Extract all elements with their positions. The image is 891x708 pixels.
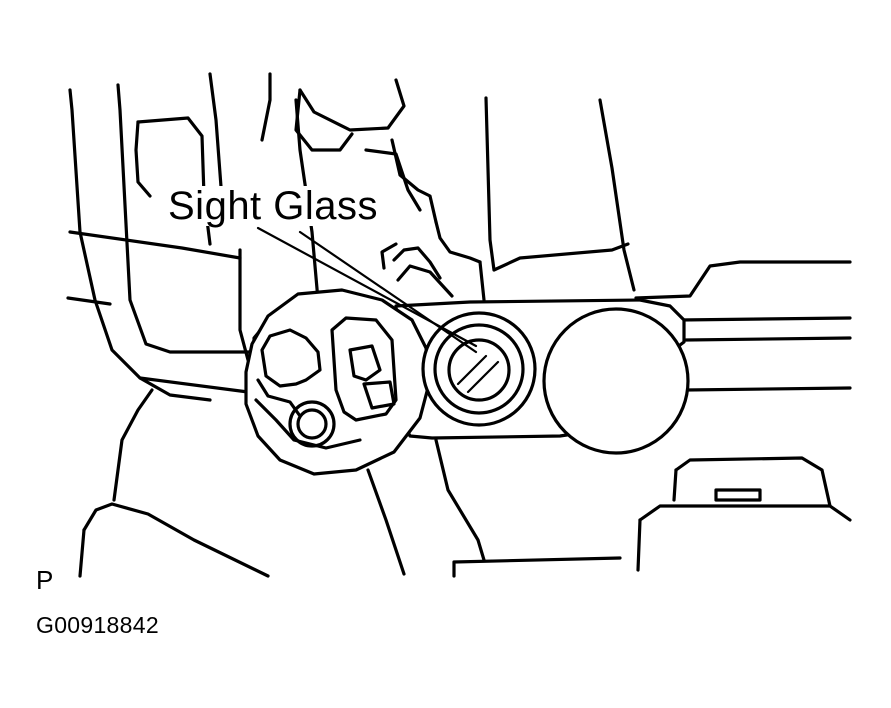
callout-leader-lines [256,226,478,354]
figure-id-label: G00918842 [36,612,159,638]
hose [380,242,454,298]
sight-glass-label: Sight Glass [166,184,381,228]
view-code-label: P [36,565,54,595]
background-structure [66,72,852,578]
sight-glass-block [244,288,690,476]
